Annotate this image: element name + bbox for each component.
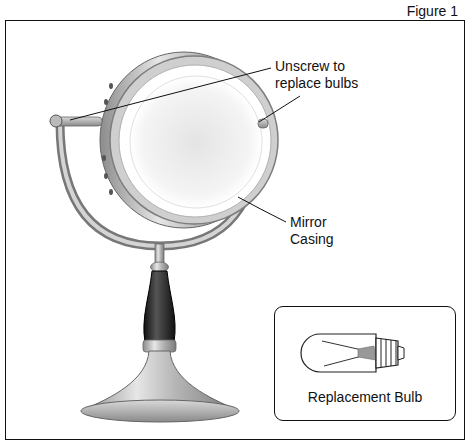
mirror-glass [130,76,262,208]
right-pivot [258,119,268,128]
leader-lines [70,68,300,222]
collar [143,340,176,352]
figure-frame: Replacement BulbFigure 1 [5,20,465,440]
figure-number: Figure 1 [407,3,458,19]
callout-label: Unscrew to replace bulbs [275,58,381,92]
bulb-base [376,338,398,368]
bulb-glass [301,334,376,372]
leader-line [259,96,300,122]
filament-wire [322,341,362,350]
mirror-stand [50,52,278,422]
callout-label: Mirror Casing [290,214,352,248]
left-knob [50,115,62,127]
inset-caption: Replacement Bulb [308,389,422,405]
callout-label: Unscrew to replace bulbs [275,58,358,91]
inset-caption: Replacement Bulb [275,389,455,406]
filament-wire [324,356,362,366]
casing-front [110,56,278,224]
handle [144,271,175,342]
filament-stem [358,346,376,360]
callout-label: Mirror Casing [290,214,334,247]
screw-thread [381,339,396,367]
figure-number: Figure 1 [407,3,458,20]
leader-line [70,68,271,120]
base-rim [81,400,239,422]
leader-line [238,197,286,222]
bulb-illustration [301,334,404,372]
inset-box: Replacement Bulb [274,306,456,421]
bulb-tip [398,346,404,360]
stem [155,244,164,264]
